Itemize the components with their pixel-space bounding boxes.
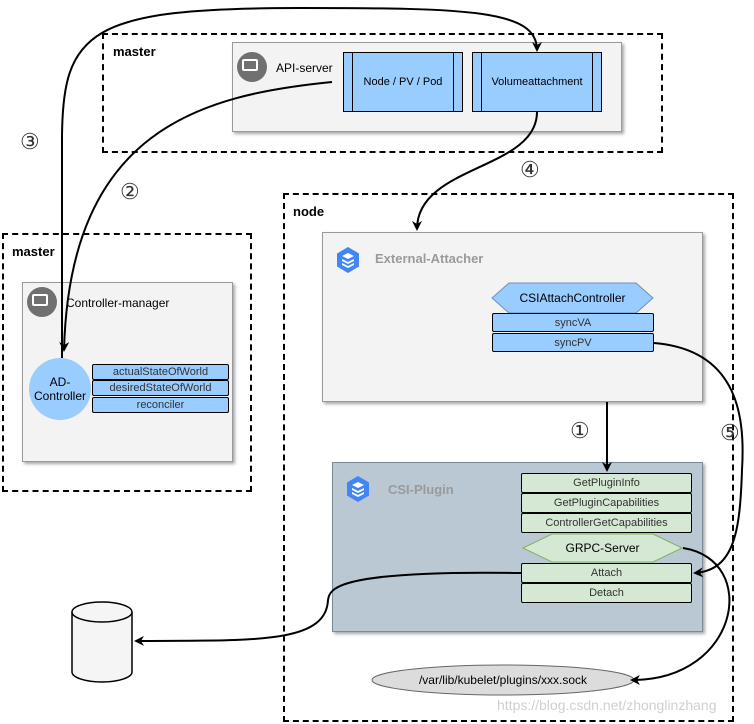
step-2-label: ② (120, 179, 140, 204)
grpc-server-label: GRPC-Server (565, 541, 640, 555)
master-region-top-label: master (113, 44, 156, 59)
node-pv-pod-resource[interactable]: Node / PV / Pod (343, 52, 463, 112)
master-region-left-label: master (12, 244, 55, 259)
reconciler[interactable]: reconciler (92, 397, 229, 413)
sync-va[interactable]: syncVA (492, 313, 654, 332)
sync-pv[interactable]: syncPV (492, 333, 654, 352)
socket-path-label: /var/lib/kubelet/plugins/xxx.sock (418, 673, 588, 687)
ad-controller-label: AD- Controller (33, 375, 87, 403)
step-5-label: ⑤ (720, 420, 740, 445)
master-region-top (102, 33, 663, 153)
detach-op[interactable]: Detach (521, 583, 692, 603)
desired-state-of-world[interactable]: desiredStateOfWorld (92, 380, 229, 396)
master-region-left (2, 233, 252, 492)
step4-arrow (412, 111, 538, 231)
external-attacher-title: External-Attacher (375, 251, 484, 266)
csi-plugin-title: CSI-Plugin (388, 482, 454, 497)
actual-state-of-world[interactable]: actualStateOfWorld (92, 364, 229, 380)
volumeattachment-resource[interactable]: Volumeattachment (472, 52, 602, 112)
controller-get-capabilities[interactable]: ControllerGetCapabilities (521, 513, 692, 533)
attach-to-disk-arrow (134, 571, 522, 646)
volumeattachment-label: Volumeattachment (491, 76, 583, 88)
get-plugin-capabilities[interactable]: GetPluginCapabilities (521, 493, 692, 513)
watermark: https://blog.csdn.net/zhonglinzhang (497, 697, 717, 713)
grpc-server-hex (522, 533, 683, 563)
csi-attach-controller-label: CSIAttachController (519, 291, 626, 305)
step2-arrow (59, 81, 333, 352)
node-region (283, 193, 734, 722)
node-region-label: node (293, 204, 325, 219)
step5-arrow (653, 342, 744, 578)
step3-arrow (61, 6, 542, 358)
monitor-icon (27, 287, 57, 317)
controller-manager-title: Controller-manager (66, 296, 170, 310)
get-plugin-info[interactable]: GetPluginInfo (521, 473, 692, 493)
node-pv-pod-label: Node / PV / Pod (363, 76, 443, 88)
kubernetes-hex-icon (347, 476, 369, 502)
step-4-label: ④ (520, 157, 540, 182)
step-3-label: ③ (20, 129, 40, 154)
grpc-to-socket-arrow (630, 547, 731, 685)
api-server-title: API-server (276, 61, 333, 75)
storage-disk-icon (71, 601, 133, 683)
step-1-label: ① (570, 418, 590, 443)
monitor-icon (237, 52, 267, 82)
kubernetes-hex-icon (337, 247, 359, 273)
attach-op[interactable]: Attach (521, 563, 692, 583)
ad-controller[interactable]: AD- Controller (29, 358, 91, 420)
